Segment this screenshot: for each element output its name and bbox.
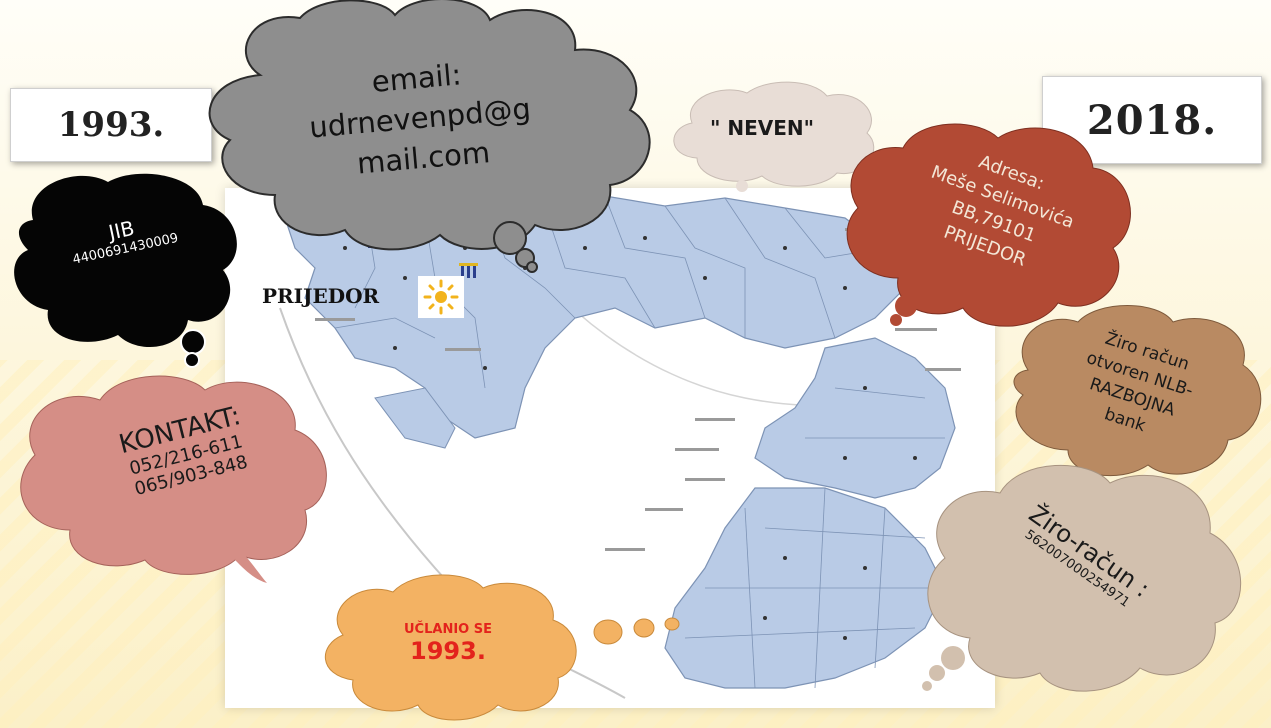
- account-number-cloud: Žiro-račun : 562007000254971: [915, 458, 1250, 708]
- membership-thought-dots: [592, 612, 687, 652]
- address-cloud: Adresa: Meše Selimovića BB,79101 PRIJEDO…: [838, 118, 1138, 338]
- end-year: 2018.: [1086, 96, 1218, 144]
- name-cloud: " NEVEN": [662, 78, 882, 198]
- start-year-box: 1993.: [10, 88, 212, 162]
- jib-cloud: JIB 4400691430009: [8, 170, 248, 375]
- email-cloud: email: udrnevenpd@g mail.com: [190, 0, 660, 275]
- map-graphic: [279, 195, 961, 699]
- end-year-box: 2018.: [1042, 76, 1262, 164]
- city-label: PRIJEDOR: [262, 284, 380, 308]
- membership-label: UČLANIO SE: [404, 622, 492, 637]
- contact-cloud: KONTAKT: 052/216-611 065/903-848: [5, 365, 340, 585]
- membership-cloud: UČLANIO SE 1993.: [318, 570, 593, 721]
- membership-year: 1993.: [410, 637, 486, 665]
- organization-name: " NEVEN": [709, 116, 815, 140]
- region-map: [225, 188, 995, 708]
- start-year: 1993.: [57, 105, 165, 145]
- bank-account-cloud: Žiro račun otvoren NLB- RAZBOJNA bank: [998, 300, 1268, 490]
- sun-logo-icon: [418, 276, 464, 318]
